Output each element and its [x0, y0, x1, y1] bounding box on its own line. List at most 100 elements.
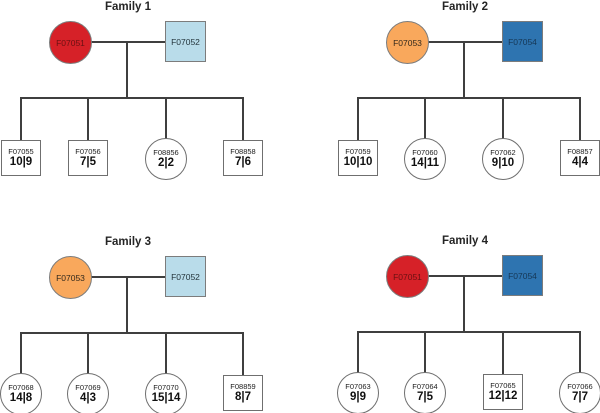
node-id: F07054: [508, 270, 537, 281]
sibship-line: [357, 331, 581, 333]
node-value: 4|3: [79, 392, 96, 405]
node-id: F07054: [508, 36, 537, 47]
couple-line: [70, 276, 166, 278]
couple-line: [407, 275, 503, 277]
node-id: F08857: [567, 147, 593, 157]
child-drop-line: [20, 97, 22, 141]
family-title: Family 4: [441, 235, 489, 247]
node-id: F07056: [75, 147, 101, 157]
child-node: F07063 9|9: [337, 372, 379, 413]
child-drop-line: [87, 332, 89, 376]
child-drop-line: [357, 331, 359, 375]
child-drop-line: [579, 97, 581, 141]
node-id: F07064: [412, 382, 438, 392]
node-id: F07051: [393, 271, 422, 282]
node-id: F07055: [8, 147, 34, 157]
child-drop-line: [165, 97, 167, 141]
node-id: F07059: [345, 147, 371, 157]
node-id: F07066: [567, 382, 593, 392]
node-value: 7|5: [79, 156, 96, 169]
node-id: F08859: [230, 382, 256, 392]
child-drop-line: [424, 97, 426, 141]
sibship-line: [357, 97, 581, 99]
mother-node: F07053: [386, 21, 429, 64]
family-block-2: Family 2 F07053 F07054 F07059 10|10 F070…: [337, 0, 600, 206]
family-title: Family 2: [441, 1, 489, 13]
node-id: F07052: [171, 36, 200, 47]
child-node: F07064 7|5: [404, 372, 446, 413]
node-value: 7|5: [416, 391, 433, 404]
family-block-1: Family 1 F07051 F07052 F07055 10|9 F0705…: [0, 0, 266, 206]
node-value: 14|8: [9, 392, 33, 405]
node-value: 7|7: [571, 391, 588, 404]
node-value: 12|12: [488, 390, 518, 403]
child-node: F08859 8|7: [223, 375, 263, 411]
child-drop-line: [579, 331, 581, 375]
child-node: F07068 14|8: [0, 373, 42, 413]
child-node: F07060 14|11: [404, 138, 446, 180]
child-drop-line: [357, 97, 359, 141]
node-id: F07070: [153, 383, 179, 393]
node-id: F07068: [8, 383, 34, 393]
node-id: F08858: [230, 147, 256, 157]
node-id: F07069: [75, 383, 101, 393]
descent-line: [463, 41, 465, 98]
child-node: F07062 9|10: [482, 138, 524, 180]
child-node: F08857 4|4: [560, 140, 600, 176]
sibship-line: [20, 97, 244, 99]
child-drop-line: [424, 331, 426, 375]
child-node: F07055 10|9: [1, 140, 41, 176]
node-id: F07052: [171, 271, 200, 282]
family-block-4: Family 4 F07051 F07054 F07063 9|9 F07064…: [337, 234, 600, 413]
father-node: F07052: [165, 21, 206, 62]
child-node: F07065 12|12: [483, 374, 523, 410]
mother-node: F07053: [49, 256, 92, 299]
node-value: 9|9: [349, 391, 366, 404]
node-id: F07060: [412, 148, 438, 158]
node-value: 14|11: [410, 157, 440, 170]
child-drop-line: [20, 332, 22, 376]
child-drop-line: [165, 332, 167, 376]
node-value: 9|10: [491, 157, 515, 170]
node-value: 4|4: [571, 156, 588, 169]
node-value: 15|14: [151, 392, 181, 405]
node-value: 2|2: [157, 157, 174, 170]
father-node: F07054: [502, 21, 543, 62]
child-node: F07059 10|10: [338, 140, 378, 176]
family-title: Family 1: [104, 1, 152, 13]
couple-line: [70, 41, 166, 43]
couple-line: [407, 41, 503, 43]
child-drop-line: [87, 97, 89, 141]
node-id: F07065: [490, 381, 516, 391]
child-node: F07070 15|14: [145, 373, 187, 413]
father-node: F07052: [165, 256, 206, 297]
descent-line: [126, 41, 128, 98]
child-node: F08856 2|2: [145, 138, 187, 180]
father-node: F07054: [502, 255, 543, 296]
child-drop-line: [242, 332, 244, 376]
descent-line: [126, 276, 128, 333]
node-id: F07053: [56, 272, 85, 283]
child-drop-line: [242, 97, 244, 141]
node-id: F07063: [345, 382, 371, 392]
node-id: F07062: [490, 148, 516, 158]
node-id: F07053: [393, 37, 422, 48]
sibship-line: [20, 332, 244, 334]
child-node: F07066 7|7: [559, 372, 600, 413]
child-node: F07069 4|3: [67, 373, 109, 413]
mother-node: F07051: [49, 21, 92, 64]
child-node: F08858 7|6: [223, 140, 263, 176]
node-value: 8|7: [234, 391, 251, 404]
node-id: F08856: [153, 148, 179, 158]
child-node: F07056 7|5: [68, 140, 108, 176]
family-title: Family 3: [104, 236, 152, 248]
node-value: 7|6: [234, 156, 251, 169]
node-value: 10|10: [343, 156, 373, 169]
descent-line: [463, 275, 465, 332]
mother-node: F07051: [386, 255, 429, 298]
node-value: 10|9: [9, 156, 33, 169]
child-drop-line: [502, 331, 504, 375]
family-block-3: Family 3 F07053 F07052 F07068 14|8 F0706…: [0, 235, 266, 413]
child-drop-line: [502, 97, 504, 141]
